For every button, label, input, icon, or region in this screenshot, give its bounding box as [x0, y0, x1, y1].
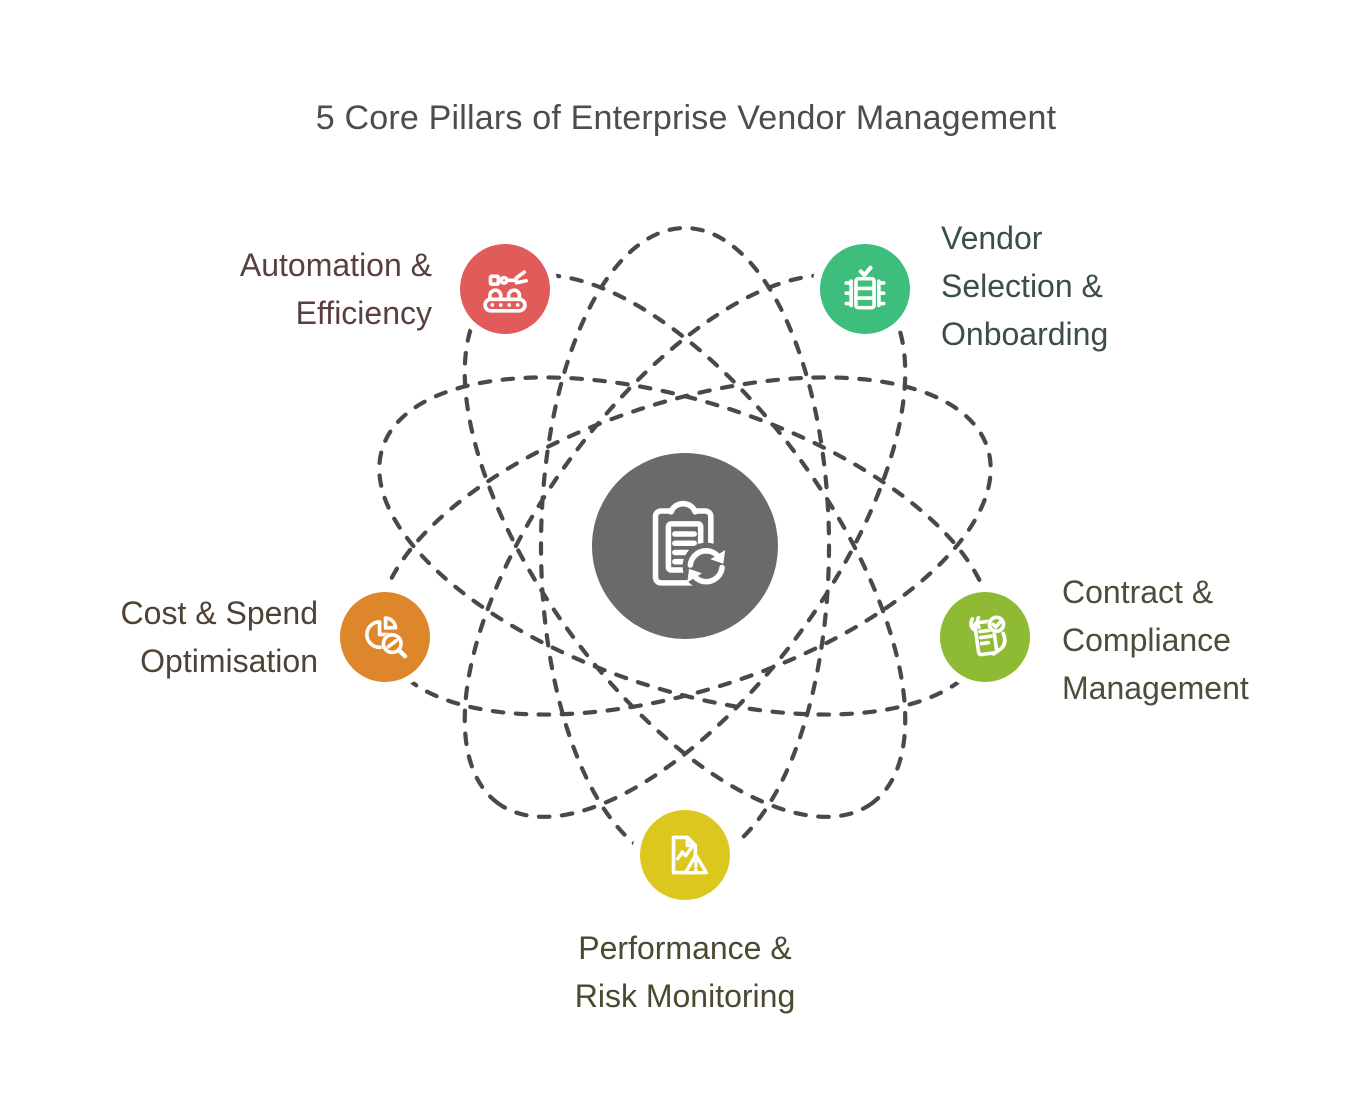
pillar-badge-contract-compliance — [940, 592, 1030, 682]
sync-arrowhead — [687, 568, 702, 583]
clipboard-sync-icon — [652, 500, 730, 590]
page-title: 5 Core Pillars of Enterprise Vendor Mana… — [315, 99, 1057, 137]
pillar-badge-automation — [460, 244, 550, 334]
server-check-icon — [844, 265, 886, 310]
center-hub — [592, 453, 778, 639]
pie-chart-magnifier-icon — [365, 616, 408, 659]
pillar-badge-performance-risk — [640, 810, 730, 900]
pillar-badge-vendor-selection — [820, 244, 910, 334]
pillar-label-automation: Automation & Efficiency — [239, 247, 432, 331]
pillar-badge-cost-spend — [340, 592, 430, 682]
pillar-label-performance-risk: Performance & Risk Monitoring — [574, 930, 796, 1014]
contract-approval-icon — [969, 615, 1007, 657]
robot-arm-conveyor-icon — [483, 270, 528, 313]
report-warning-icon — [671, 835, 708, 875]
orbit-ellipse — [462, 273, 908, 819]
sync-arrowhead — [710, 550, 726, 564]
pillar-label-cost-spend: Cost & Spend Optimisation — [120, 595, 318, 679]
pillar-label-contract-compliance: Contract & Compliance Management — [1062, 574, 1249, 706]
pillar-label-vendor-selection: Vendor Selection & Onboarding — [941, 220, 1109, 352]
orbit-ellipse — [462, 273, 908, 819]
